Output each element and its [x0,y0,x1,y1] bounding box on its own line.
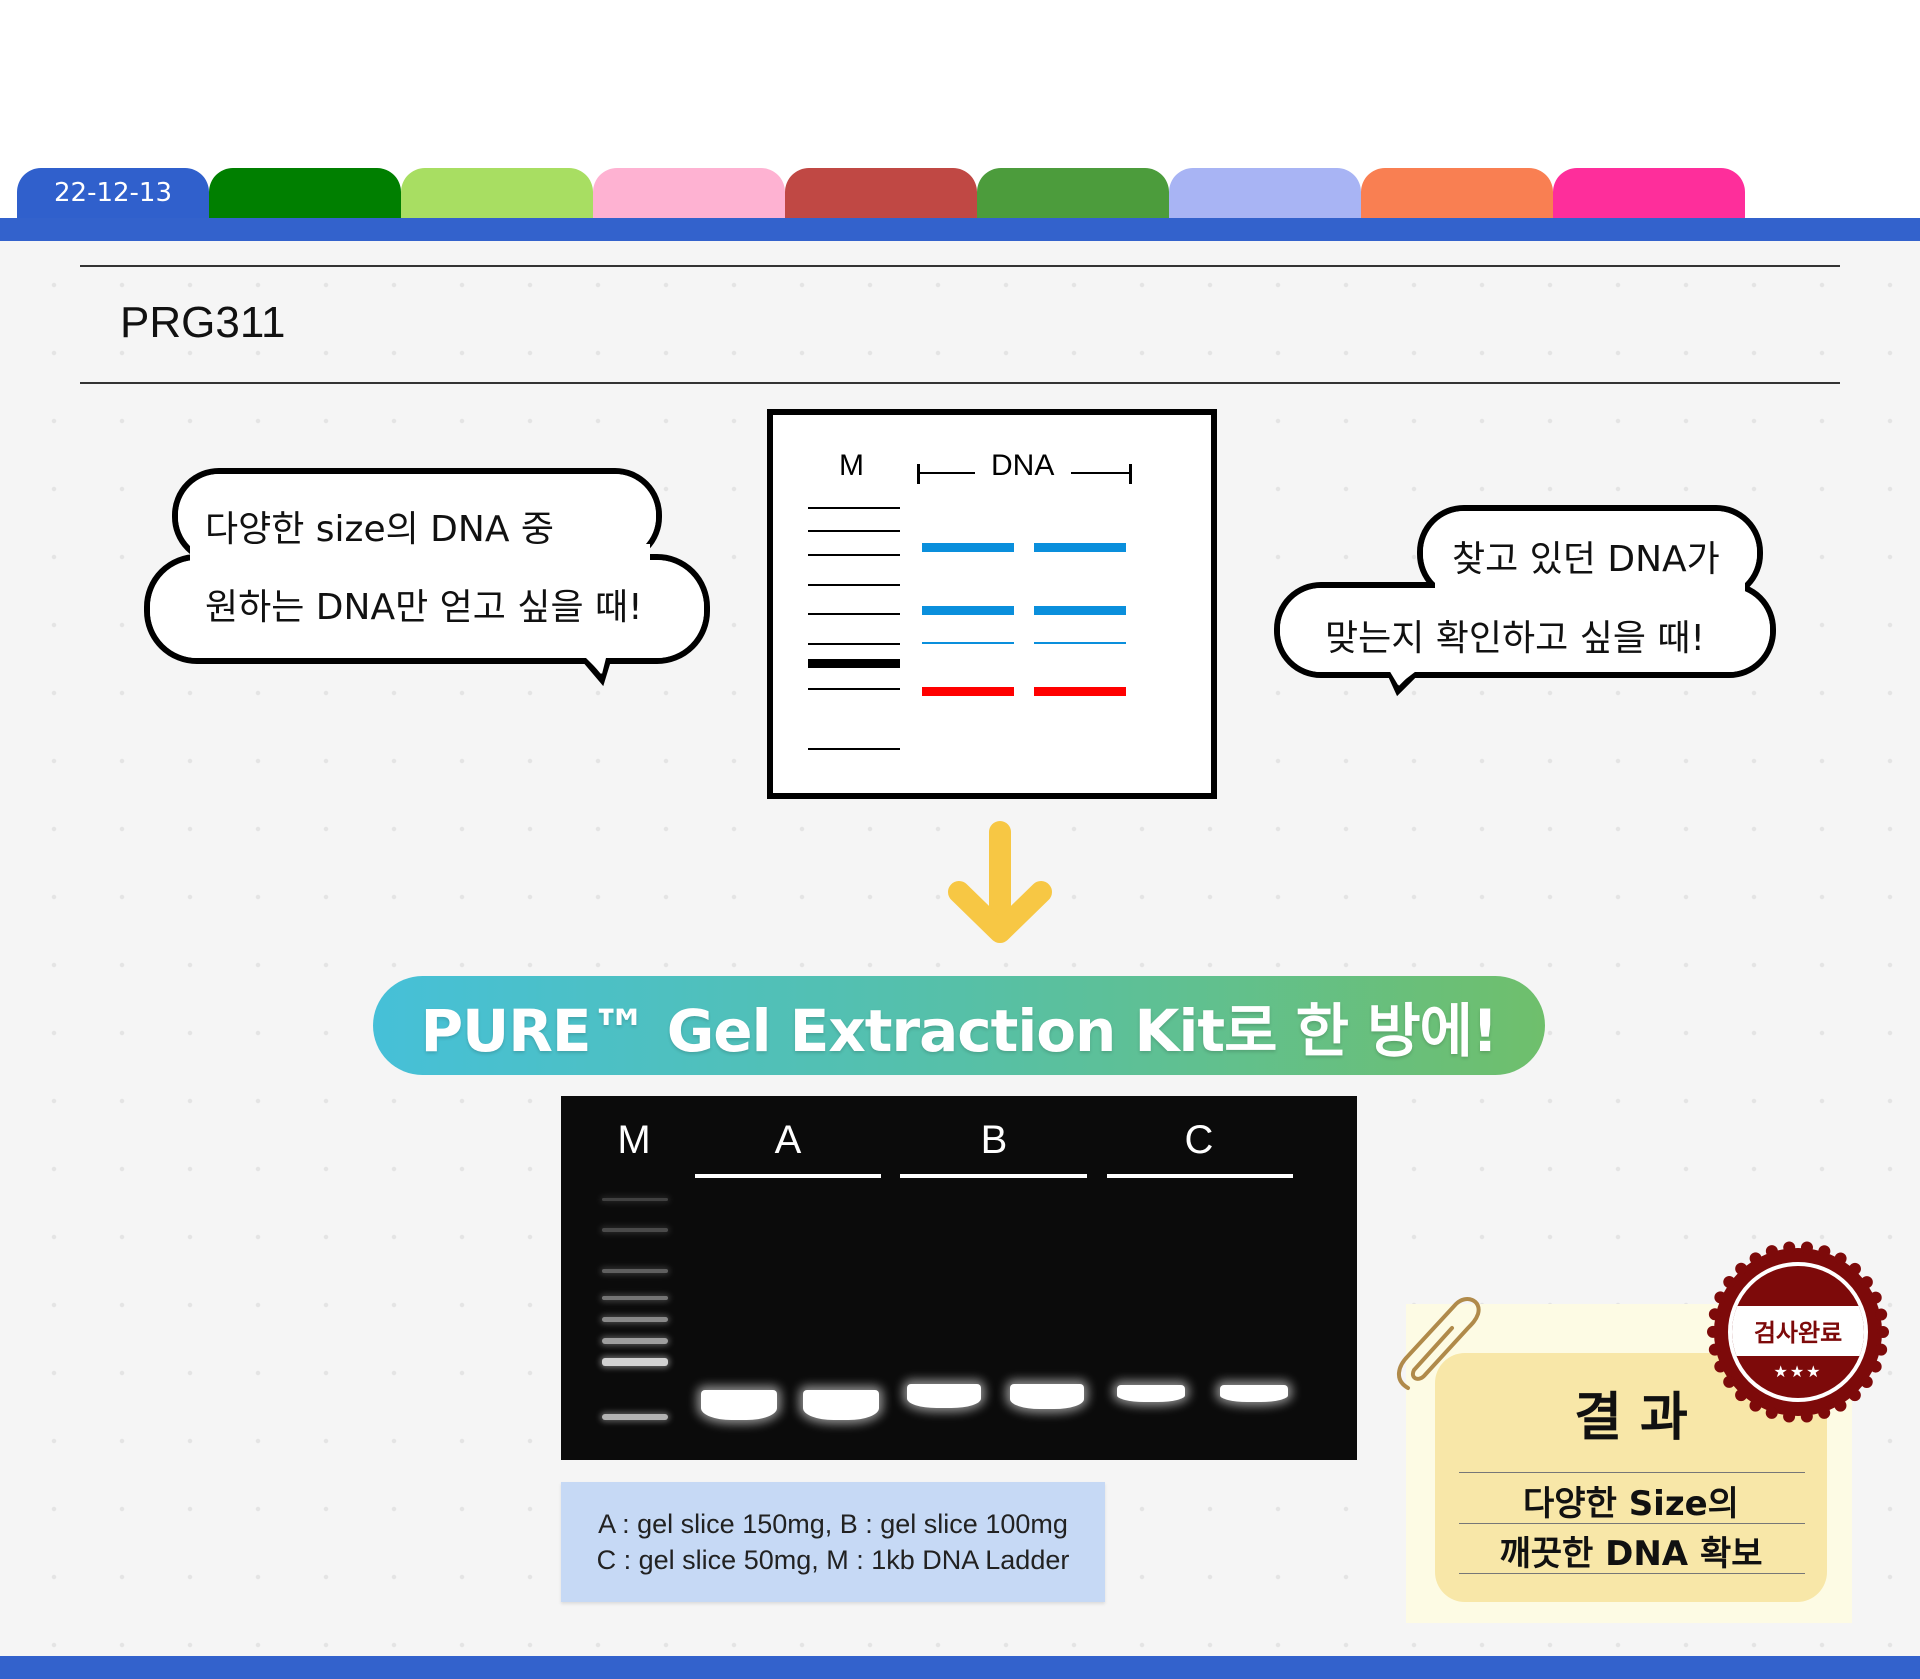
dna-band-blue [1034,543,1126,552]
gel-band-c [1220,1385,1288,1402]
gel-diagram: M DNA [767,409,1217,799]
tab-8[interactable] [1361,168,1553,218]
ladder-band [602,1358,668,1366]
ladder-band [808,643,900,645]
dna-band-blue [1034,606,1126,615]
ladder-band [808,748,900,750]
ladder-band [808,530,900,532]
result-line2: 깨끗한 DNA 확보 [1499,1534,1763,1574]
speech-bubble-left [144,468,710,687]
tab-9[interactable] [1553,168,1745,218]
tab-bar: 22-12-13 [17,168,1745,218]
ladder-band [808,554,900,556]
ladder-band [602,1296,668,1300]
ladder-band [602,1228,668,1232]
gel-photo: M A B C [561,1096,1357,1460]
ladder-band [602,1317,668,1322]
gel-band-a [701,1390,777,1420]
gel-lane-label-c: C [1184,1118,1214,1162]
gel-band-c [1117,1385,1185,1402]
tab-date[interactable]: 22-12-13 [17,168,209,218]
gel-marker-label: M [617,1118,651,1162]
gel-lane-label-b: B [980,1118,1008,1162]
tab-6[interactable] [977,168,1169,218]
tab-7[interactable] [1169,168,1361,218]
gel-lane-label-a: A [774,1118,802,1162]
product-code: PRG311 [120,298,286,347]
badge-stars: ★★★ [1773,1362,1823,1381]
bubble-right-line1: 찾고 있던 DNA가 [1452,539,1720,580]
badge-text: 검사완료 [1753,1319,1843,1347]
dna-band-blue [922,606,1014,615]
gel-band-b [1010,1384,1084,1409]
paperclip-icon [1397,1297,1481,1390]
tab-4[interactable] [593,168,785,218]
dna-band-blue-thin [922,642,1014,644]
inspection-badge: 검사완료 ★★★ [1706,1240,1890,1424]
bracket-right [1129,464,1132,484]
product-banner: PURE™ Gel Extraction Kit로 한 방에! [373,976,1545,1075]
divider-bottom [80,382,1840,384]
divider-top [80,265,1840,267]
lane-underline-b [900,1174,1087,1178]
bubble-right-line2: 맞는지 확인하고 싶을 때! [1325,618,1705,659]
ladder-band [808,613,900,615]
tab-3[interactable] [401,168,593,218]
ladder-band [602,1269,668,1273]
bracket-left [917,464,920,484]
speech-bubble-right [1274,505,1776,697]
dna-band-blue [922,543,1014,552]
gel-band-b [907,1384,981,1408]
tab-5[interactable] [785,168,977,218]
diagram-marker-label: M [839,449,864,482]
bracket-line-left [917,472,975,474]
dna-band-red [922,687,1014,696]
note-rule [1459,1472,1805,1473]
ladder-band [602,1198,668,1201]
lane-underline-c [1107,1174,1293,1178]
ladder-band [602,1414,668,1420]
note-rule [1459,1573,1805,1574]
ladder-band [808,507,900,509]
bubble-left-line2: 원하는 DNA만 얻고 싶을 때! [205,587,643,628]
bubble-left-line1: 다양한 size의 DNA 중 [205,509,555,550]
gel-band-a [803,1390,879,1420]
dna-band-blue-thin [1034,642,1126,644]
header-bar [0,218,1920,241]
dna-band-red [1034,687,1126,696]
diagram-dna-label: DNA [991,449,1055,482]
note-rule [1459,1523,1805,1524]
lane-underline-a [695,1174,881,1178]
caption-line2: C : gel slice 50mg, M : 1kb DNA Ladder [596,1545,1070,1575]
ladder-band [602,1338,668,1344]
bracket-line-right [1071,472,1129,474]
result-line1: 다양한 Size의 [1523,1484,1739,1524]
tab-2[interactable] [209,168,401,218]
caption-line1: A : gel slice 150mg, B : gel slice 100mg [598,1509,1068,1539]
ladder-band [808,584,900,586]
gel-caption: A : gel slice 150mg, B : gel slice 100mg… [561,1482,1105,1602]
arrow-down-icon [948,821,1052,943]
result-title: 결 과 [1574,1388,1688,1448]
footer-bar [0,1656,1920,1679]
ladder-band-thick [808,659,900,668]
ladder-band [808,688,900,690]
